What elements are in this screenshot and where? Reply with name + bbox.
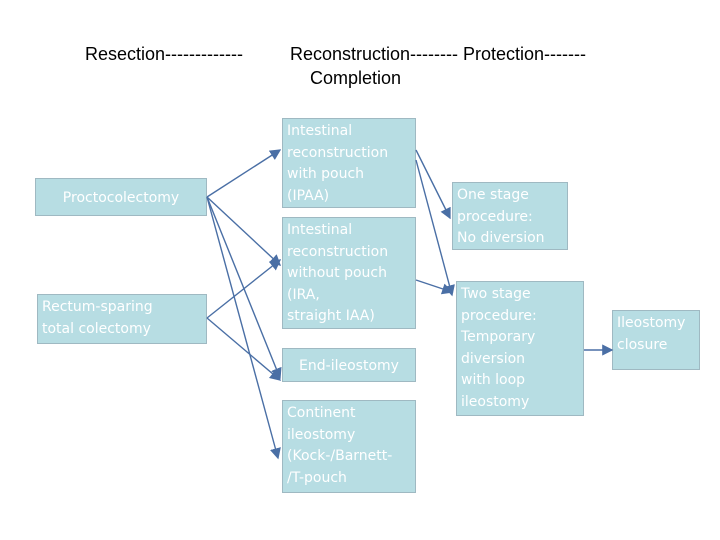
header-resection: Resection------------- (85, 44, 243, 64)
box-rectum-sparing-colectomy: Rectum-sparing total colectomy (37, 294, 207, 344)
arrow-rectum-to-end-ileostomy (206, 317, 282, 381)
box-ira: Intestinal reconstruction without pouch … (282, 217, 416, 329)
box-end-ileostomy: End-ileostomy (282, 348, 416, 382)
arrow-ipaa-to-one-stage (415, 149, 451, 220)
arrow-rectum-to-ira (206, 259, 282, 319)
arrow-procto-to-end-ileostomy (206, 196, 282, 380)
box-ipaa: Intestinal reconstruction with pouch (IP… (282, 118, 416, 208)
box-continent-ileostomy: Continent ileostomy (Kock-/Barnett- /T-p… (282, 400, 416, 493)
box-ileostomy-closure: Ileostomy closure (612, 310, 700, 370)
arrow-procto-to-ipaa (206, 149, 282, 198)
header-reconstruction-protection: Reconstruction-------- Protection------- (290, 44, 587, 64)
box-one-stage: One stage procedure: No diversion (452, 182, 568, 250)
arrow-ipaa-to-two-stage (415, 159, 455, 297)
arrow-procto-to-continent (206, 196, 281, 460)
box-two-stage: Two stage procedure: Temporary diversion… (456, 281, 584, 416)
arrow-procto-to-ira (206, 196, 282, 266)
box-proctocolectomy: Proctocolectomy (35, 178, 207, 216)
arrow-ira-to-two-stage (415, 279, 454, 295)
header-completion: Completion (310, 68, 402, 88)
